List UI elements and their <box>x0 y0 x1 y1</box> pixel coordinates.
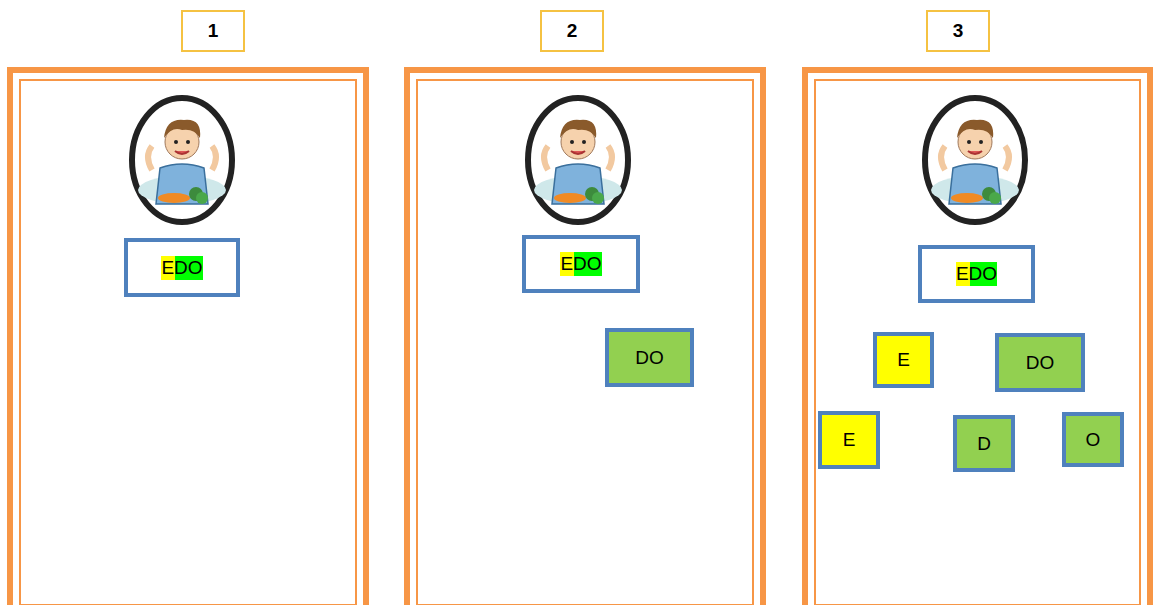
panel-frame <box>10 70 1150 605</box>
syllable-card: DO <box>605 328 694 387</box>
syllable-card: E <box>818 411 880 469</box>
letter-text: EDO <box>161 256 202 280</box>
step-number: 3 <box>926 10 990 52</box>
letter-text: EDO <box>956 262 997 286</box>
step-label: 3 <box>953 20 964 42</box>
portrait-illustration <box>925 98 1025 222</box>
step-number: 2 <box>540 10 604 52</box>
syllable-card: O <box>1062 412 1124 467</box>
portrait-illustration <box>132 98 232 222</box>
letter-text: E <box>843 429 856 451</box>
word-card: EDO <box>918 245 1035 303</box>
letter-text: O <box>1086 429 1101 451</box>
syllable-card: E <box>873 332 934 388</box>
letter-text: DO <box>1026 352 1055 374</box>
step-label: 2 <box>567 20 578 42</box>
word-card: EDO <box>124 238 240 297</box>
letter-text: E <box>897 349 910 371</box>
portrait-illustration <box>528 98 628 222</box>
letter-text: D <box>977 433 991 455</box>
word-card: EDO <box>522 235 640 293</box>
syllable-card: D <box>953 415 1015 472</box>
letter-text: EDO <box>560 252 601 276</box>
step-number: 1 <box>181 10 245 52</box>
step-label: 1 <box>208 20 219 42</box>
syllable-card: DO <box>995 333 1085 392</box>
letter-text: DO <box>635 347 664 369</box>
